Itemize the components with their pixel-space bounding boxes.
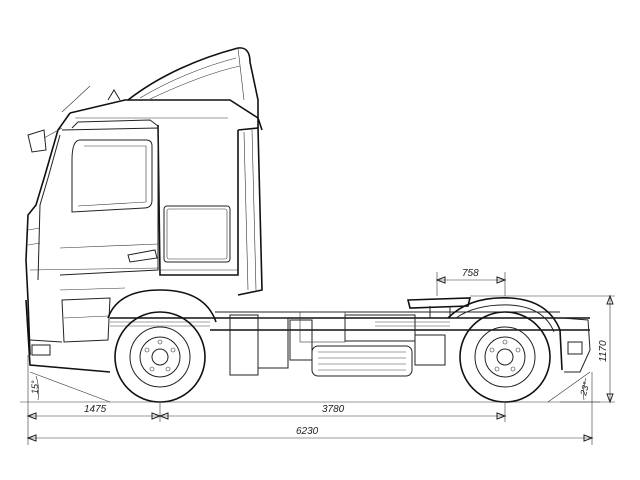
fuel-tank bbox=[311, 345, 413, 377]
chassis-frame bbox=[107, 289, 591, 377]
departure-angle-label: 23° bbox=[578, 380, 592, 397]
fifth-wheel-height-label: 1170 bbox=[598, 340, 609, 362]
fifth-wheel bbox=[406, 297, 472, 309]
dimension-lines bbox=[26, 272, 615, 445]
front-overhang-label: 1475 bbox=[84, 404, 107, 415]
frame-holes bbox=[110, 321, 450, 327]
overall-length-label: 6230 bbox=[296, 426, 319, 437]
cab bbox=[25, 47, 263, 373]
front-wheel bbox=[114, 311, 206, 403]
wheelbase-label: 3780 bbox=[322, 404, 345, 415]
approach-angle-label: 15° bbox=[30, 380, 40, 394]
rear-wheel bbox=[459, 311, 551, 403]
fifth-wheel-offset-label: 758 bbox=[462, 268, 479, 279]
